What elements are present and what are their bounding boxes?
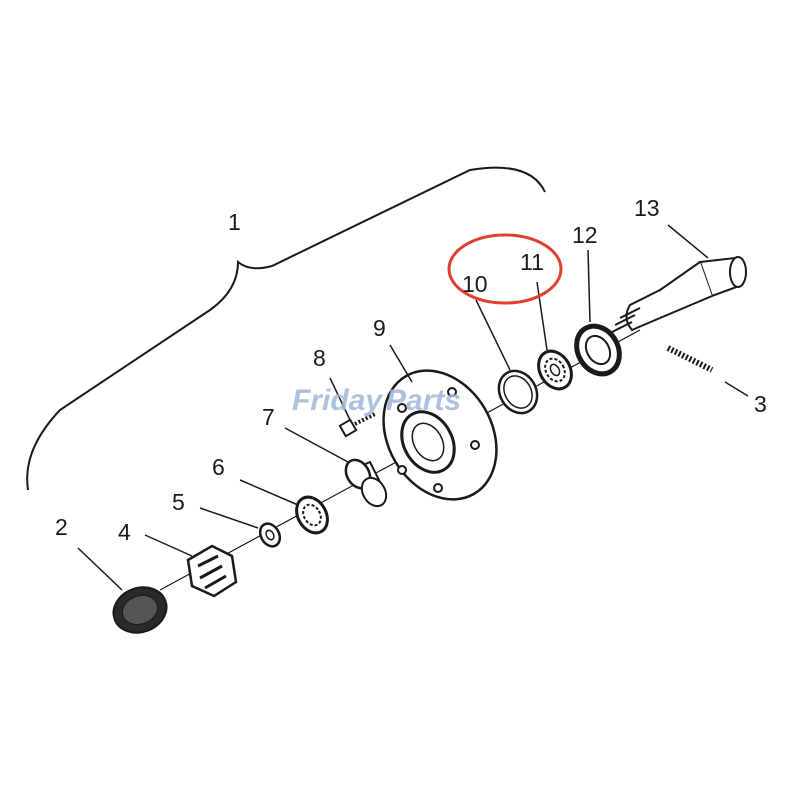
outer-bearing-cone (295, 495, 329, 535)
part-labels: 1 2 3 4 5 6 7 8 9 10 11 12 13 (55, 195, 767, 545)
lug-bolt (338, 412, 376, 438)
part-label-9: 9 (373, 315, 386, 341)
cotter-pin (666, 345, 749, 397)
dust-cap (112, 586, 168, 634)
part-label-4: 4 (118, 519, 131, 545)
part-label-10: 10 (462, 271, 488, 297)
grease-seal (574, 323, 622, 377)
part-label-13: 13 (634, 195, 660, 221)
watermark-text-1: Friday (292, 384, 383, 417)
part-label-7: 7 (262, 404, 275, 430)
part-label-2: 2 (55, 514, 68, 540)
inner-bearing-cone (537, 349, 573, 391)
assembly-bracket (26, 166, 546, 491)
part-label-12: 12 (572, 222, 598, 248)
part-label-3: 3 (754, 391, 767, 417)
wheel-hub (382, 369, 498, 501)
part-label-5: 5 (172, 489, 185, 515)
inner-bearing-cup (497, 369, 539, 415)
castle-nut (186, 544, 238, 598)
part-label-11: 11 (520, 249, 544, 275)
part-label-6: 6 (212, 454, 225, 480)
washer (258, 522, 282, 548)
leader-lines (77, 224, 709, 591)
outer-bearing-cup (344, 458, 388, 508)
watermark-text-2: Parts (386, 384, 461, 417)
part-label-8: 8 (313, 345, 326, 371)
highlight-ellipse (447, 233, 563, 305)
part-label-1: 1 (228, 209, 241, 235)
spindle-shaft (611, 256, 747, 333)
